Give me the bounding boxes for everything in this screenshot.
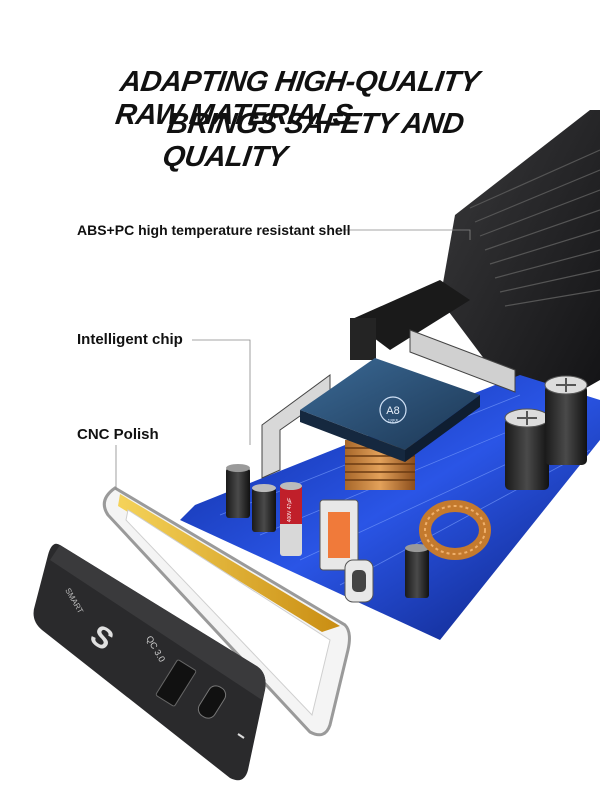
chip-leader-line — [192, 339, 251, 445]
chip-sublabel: 1855 — [387, 419, 398, 425]
front-panel: SMART S QC 3.0 — [33, 543, 266, 781]
board-ports — [319, 499, 374, 603]
charger-shell — [350, 110, 600, 420]
callout-polish: CNC Polish — [77, 426, 159, 443]
capacitors: 400V 47μF — [226, 375, 588, 598]
cnc-polished-frame — [102, 486, 351, 737]
capacitor-label: 400V 47μF — [287, 498, 293, 523]
toroid-coil — [419, 500, 491, 560]
usb-a-port — [155, 659, 197, 707]
usb-c-port — [197, 685, 227, 719]
callout-leader-lines — [115, 229, 471, 490]
headline-line-2: BRINGS SAFETY AND QUALITY — [160, 108, 466, 173]
chip-label: A8 — [386, 405, 399, 417]
callout-shell: ABS+PC high temperature resistant shell — [77, 222, 351, 238]
chip-badge — [379, 396, 407, 424]
shell-leader-line — [342, 229, 471, 240]
callout-chip: Intelligent chip — [77, 331, 183, 348]
intelligent-chip: A8 1855 — [300, 358, 480, 462]
led-indicator — [237, 733, 245, 739]
